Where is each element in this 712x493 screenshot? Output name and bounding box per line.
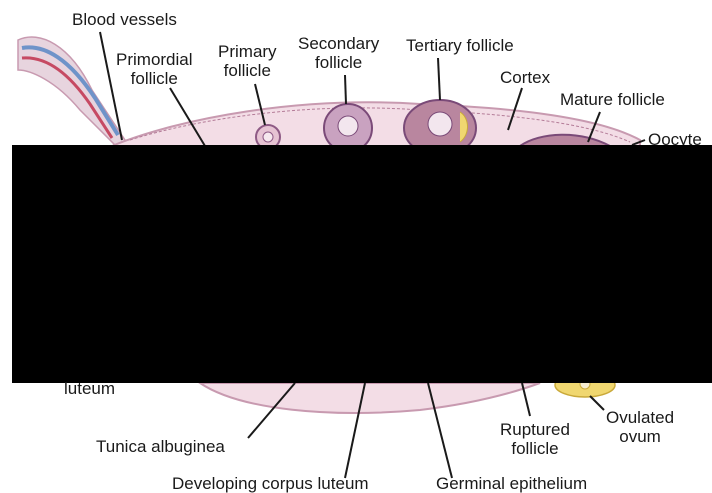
label-primary-follicle: Primary follicle: [218, 42, 277, 80]
label-blood-vessels: Blood vessels: [72, 10, 177, 29]
label-ovulated-ovum: Ovulated ovum: [606, 408, 674, 446]
label-tertiary-follicle: Tertiary follicle: [406, 36, 514, 55]
label-tunica-albuginea: Tunica albuginea: [96, 437, 225, 456]
label-mature-follicle: Mature follicle: [560, 90, 665, 109]
label-primordial-follicle: Primordial follicle: [116, 50, 193, 88]
leader-tertiary-follicle: [438, 58, 440, 100]
leader-ovulated-ovum: [590, 396, 604, 410]
label-cortex: Cortex: [500, 68, 550, 87]
redaction-block: [12, 145, 712, 383]
label-corpus-luteum-partial: luteum: [64, 379, 115, 398]
label-germinal-epithelium: Germinal epithelium: [436, 474, 587, 493]
leader-secondary-follicle: [345, 75, 346, 104]
mesovarium-ligament: [18, 37, 125, 148]
ovary-lower-tissue: [200, 383, 540, 413]
label-ruptured-follicle: Ruptured follicle: [500, 420, 570, 458]
label-secondary-follicle: Secondary follicle: [298, 34, 379, 72]
label-developing-corpus-luteum: Developing corpus luteum: [172, 474, 369, 493]
